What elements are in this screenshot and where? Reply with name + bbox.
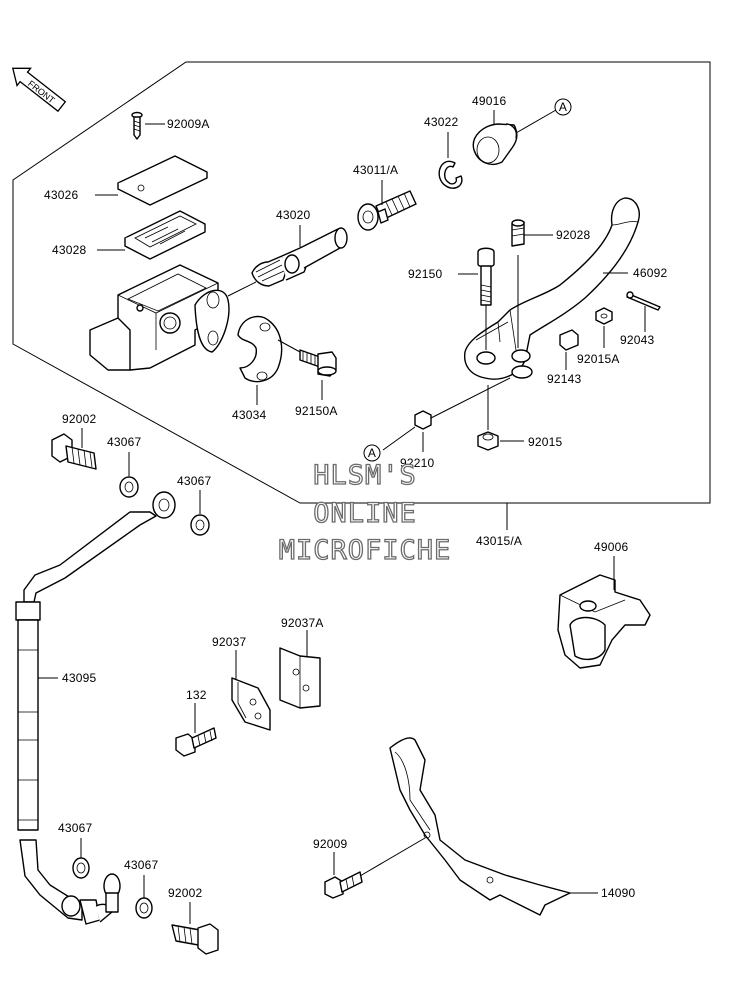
master-cylinder-body xyxy=(89,264,230,371)
label-92028: 92028 xyxy=(556,228,590,242)
label-92043: 92043 xyxy=(620,333,654,347)
push-rod-43011A xyxy=(357,190,417,231)
pivot-92028 xyxy=(511,219,525,247)
label-92015: 92015 xyxy=(528,435,562,449)
clamp-43034 xyxy=(237,315,283,383)
front-direction-marker: FRONT xyxy=(11,67,67,113)
assembly-outline xyxy=(12,61,711,504)
label-43028: 43028 xyxy=(52,243,86,257)
nut-92210 xyxy=(414,410,432,430)
label-43067-3: 43067 xyxy=(58,821,92,835)
screw-92009A xyxy=(131,111,143,140)
label-92015A: 92015A xyxy=(577,352,620,366)
label-43011A: 43011/A xyxy=(353,163,398,177)
watermark-line-2: ONLINE xyxy=(313,498,417,529)
label-49006: 49006 xyxy=(594,540,628,554)
label-92009A: 92009A xyxy=(167,117,210,131)
label-14090: 14090 xyxy=(601,886,635,900)
watermark-line-3: MICROFICHE xyxy=(279,535,452,566)
nut-92015 xyxy=(477,431,499,451)
label-92002-bottom: 92002 xyxy=(168,886,202,900)
cover-14090 xyxy=(389,737,571,916)
label-43095: 43095 xyxy=(62,671,96,685)
holder-49006 xyxy=(557,574,651,669)
reference-a-mid: A xyxy=(368,446,376,460)
banjo-bolt-92002-bottom xyxy=(171,923,219,955)
washer-43067-1 xyxy=(119,476,139,498)
bolt-92150A xyxy=(299,349,337,377)
bracket-92037A xyxy=(279,647,321,709)
washer-43067-2 xyxy=(190,514,210,536)
label-43015A: 43015/A xyxy=(476,534,522,548)
bolt-92009 xyxy=(324,871,363,899)
label-43067-2: 43067 xyxy=(177,474,211,488)
bracket-92037 xyxy=(231,677,271,731)
label-92037A: 92037A xyxy=(281,616,324,630)
label-92002-top: 92002 xyxy=(62,412,96,426)
label-92150: 92150 xyxy=(408,267,442,281)
label-92143: 92143 xyxy=(547,372,581,386)
boot-49016 xyxy=(472,123,518,166)
label-92210: 92210 xyxy=(400,456,434,470)
label-43034: 43034 xyxy=(232,408,266,422)
label-132: 132 xyxy=(186,688,207,702)
washer-43067-4 xyxy=(135,897,153,919)
brake-hose-43095 xyxy=(15,491,176,925)
lever-46092 xyxy=(463,197,640,380)
reservoir-cap-43026 xyxy=(117,155,208,206)
label-92037: 92037 xyxy=(212,635,246,649)
diaphragm-43028 xyxy=(124,210,206,260)
nut-92015A xyxy=(595,307,613,325)
label-43020: 43020 xyxy=(276,208,310,222)
reference-a-top: A xyxy=(559,100,567,114)
label-43022: 43022 xyxy=(424,115,458,129)
bolt-132 xyxy=(175,727,217,757)
collar-92143 xyxy=(559,329,579,351)
label-92150A: 92150A xyxy=(295,404,338,418)
label-92009: 92009 xyxy=(313,837,347,851)
label-43067-1: 43067 xyxy=(107,435,141,449)
banjo-bolt-92002-top xyxy=(51,433,97,470)
label-49016: 49016 xyxy=(472,94,506,108)
label-46092: 46092 xyxy=(633,266,667,280)
circlip-43022 xyxy=(438,160,463,189)
cotter-pin-92043 xyxy=(626,291,661,311)
watermark-line-1: HLSM'S xyxy=(313,460,417,491)
label-43067-4: 43067 xyxy=(124,858,158,872)
piston-43020 xyxy=(251,227,348,287)
bolt-92150 xyxy=(477,247,495,306)
washer-43067-3 xyxy=(72,857,90,879)
label-43026: 43026 xyxy=(44,188,78,202)
